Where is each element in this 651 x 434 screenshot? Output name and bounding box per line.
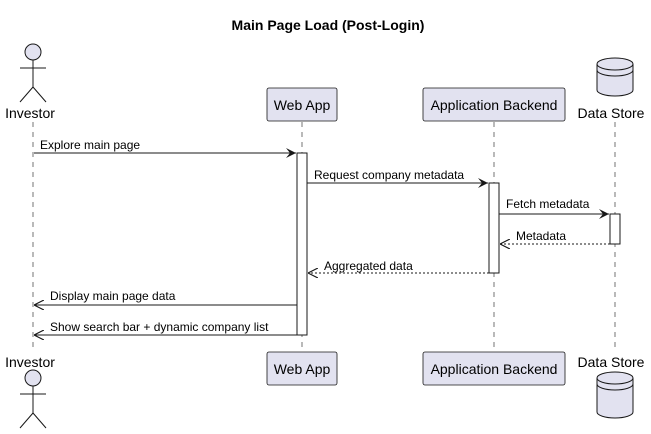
actor-investor-top: Investor (5, 43, 55, 121)
actor-investor-bottom: Investor (5, 354, 55, 429)
participant-label: Data Store (578, 354, 645, 370)
participant-label: Web App (274, 361, 331, 377)
message-label: Explore main page (40, 138, 140, 152)
message-label: Metadata (516, 229, 566, 243)
activation-datastore (609, 213, 621, 245)
participant-label: Investor (5, 105, 55, 121)
message-explore-main-page: Explore main page (34, 138, 296, 158)
message-label: Show search bar + dynamic company list (50, 320, 269, 334)
message-request-company-metadata: Request company metadata (307, 168, 488, 188)
participant-label: Web App (274, 97, 331, 113)
participant-label: Data Store (578, 105, 645, 121)
message-label: Aggregated data (324, 259, 413, 273)
participant-webapp-top: Web App (266, 87, 338, 122)
participant-backend-bottom: Application Backend (422, 351, 566, 386)
message-metadata-return: Metadata (500, 229, 610, 244)
message-show-search-bar: Show search bar + dynamic company list (34, 320, 297, 335)
participant-backend-top: Application Backend (422, 87, 566, 122)
participant-label: Application Backend (431, 97, 558, 113)
message-fetch-metadata: Fetch metadata (499, 197, 609, 219)
activation-backend (488, 182, 500, 274)
participant-webapp-bottom: Web App (266, 351, 338, 386)
database-datastore-bottom: Data Store (578, 354, 645, 419)
database-datastore-top: Data Store (578, 57, 645, 121)
message-label: Request company metadata (314, 168, 464, 182)
message-label: Display main page data (50, 289, 176, 303)
participant-label: Application Backend (431, 361, 558, 377)
participant-label: Investor (5, 354, 55, 370)
message-label: Fetch metadata (506, 197, 590, 211)
messages: Explore main page Request company metada… (34, 138, 610, 335)
message-display-main-page-data: Display main page data (34, 289, 297, 305)
activations (296, 152, 621, 336)
activation-webapp (296, 152, 308, 336)
diagram-title: Main Page Load (Post-Login) (232, 17, 425, 33)
message-aggregated-data-return: Aggregated data (308, 259, 489, 273)
